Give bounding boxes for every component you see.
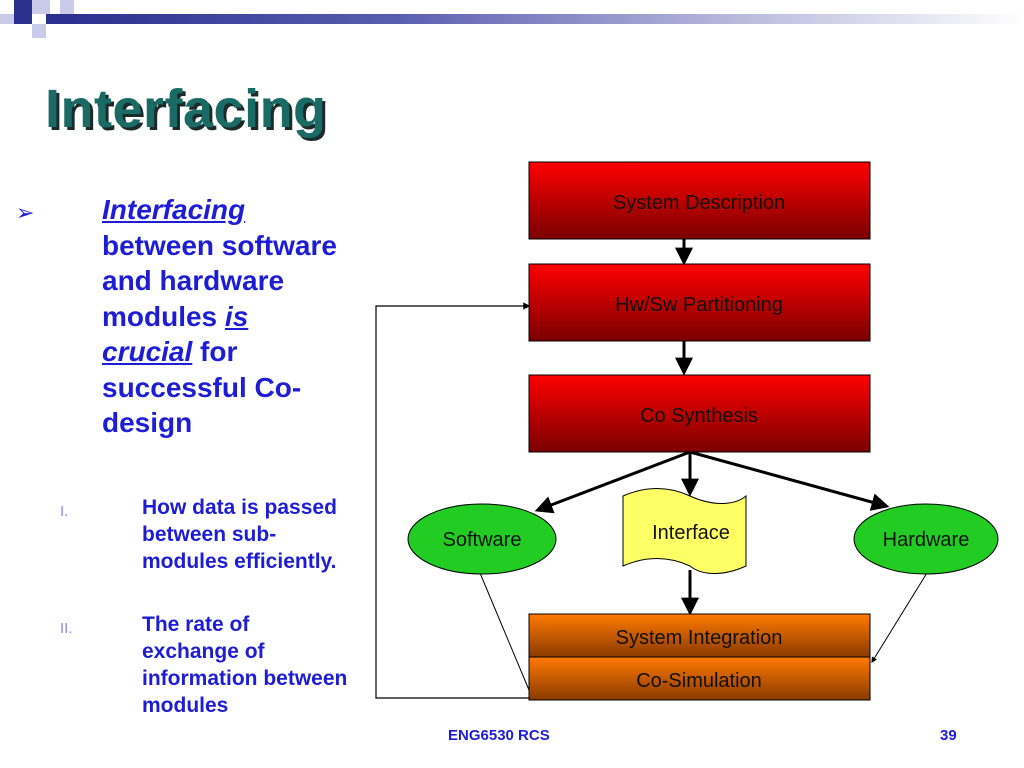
slide-title: Interfacing [45, 79, 327, 139]
arrow-connector [534, 450, 691, 514]
interface-shape: Interface [622, 488, 747, 574]
oval-label: Hardware [883, 529, 970, 551]
box-label: Co Synthesis [640, 405, 758, 427]
hardware-to-cosim-line [871, 567, 931, 664]
software-oval: Software [407, 503, 557, 575]
system-description-box: System Description [528, 161, 871, 240]
hardware-oval: Hardware [853, 503, 999, 575]
footer-course-code: ENG6530 RCS [448, 727, 550, 744]
co-synthesis-box: Co Synthesis [528, 374, 871, 453]
bullet-lead: Interfacing [102, 194, 246, 225]
bullet-is: is [224, 300, 249, 332]
oval-label: Software [443, 529, 522, 551]
sub-item-number: II. [60, 620, 73, 637]
main-bullet-text: Interfacing between software and hardwar… [102, 192, 352, 441]
top-decorative-band [0, 0, 1024, 38]
system-integration-box: System Integration [528, 613, 871, 658]
deco-square [32, 0, 50, 14]
box-label: System Integration [616, 627, 783, 649]
box-label: Hw/Sw Partitioning [615, 294, 783, 316]
bullet-crucial: crucial [102, 336, 193, 367]
sub-item-number: I. [60, 503, 69, 520]
co-simulation-box: Co-Simulation [528, 656, 871, 701]
deco-square [14, 14, 32, 24]
hw-sw-partitioning-box: Hw/Sw Partitioning [528, 263, 871, 342]
sub-item-text: How data is passed between sub-modules e… [142, 496, 337, 573]
sub-item-text: The rate of exchange of information betw… [142, 613, 348, 717]
interface-label: Interface [652, 522, 730, 544]
deco-square [32, 24, 46, 38]
box-label: System Description [613, 192, 785, 214]
deco-square [14, 0, 32, 14]
footer-page-number: 39 [940, 727, 957, 744]
arrow-connector [689, 450, 890, 511]
feedback-loop-line [375, 302, 531, 699]
bullet-part2: for successful Co-design [102, 336, 302, 438]
bullet-part1: between software and hardware modules [102, 229, 337, 332]
software-to-cosim-line [479, 572, 530, 691]
deco-square [46, 14, 60, 24]
deco-square [60, 0, 74, 14]
header-gradient-bar [60, 14, 1024, 24]
box-label: Co-Simulation [636, 670, 762, 692]
deco-square [0, 14, 14, 24]
arrow-bullet-icon: ➢ [16, 200, 35, 225]
